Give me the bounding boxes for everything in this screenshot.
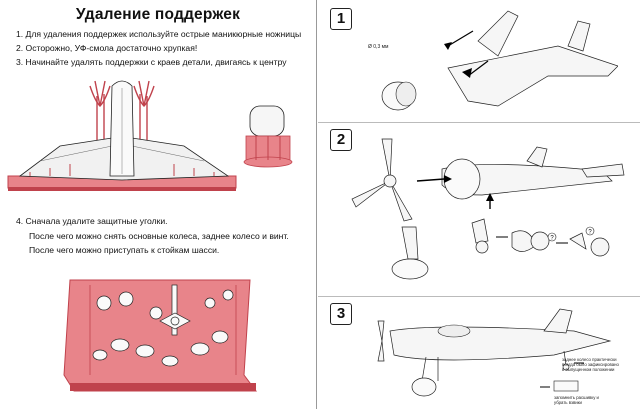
panel-3-aircraft	[377, 308, 612, 397]
question-mark-2: ?	[588, 230, 592, 236]
step-number-1: 1	[330, 8, 352, 30]
panel-1-aircraft	[381, 10, 618, 111]
steps-list: 1. Для удаления поддержек используйте ос…	[16, 27, 301, 69]
steps-list-2: 4. Сначала удалите защитные уголки. Посл…	[16, 214, 289, 258]
flap-note-line-1: запомнить расшивку и	[554, 395, 599, 400]
flap-note: запомнить расшивку и убрать взвики	[554, 395, 599, 405]
tail-wheel-note-line-3: в выпущенном положении	[562, 367, 615, 373]
parts-plate-illustration	[63, 279, 257, 392]
panel-2: 2	[318, 122, 640, 295]
panel-3: 3 заднее колесо практически всегда было …	[318, 296, 640, 410]
page-title: Удаление поддержек	[75, 6, 241, 23]
step-3: 3. Начинайте удалять поддержки с краев д…	[16, 57, 287, 67]
step-4-detail-2: После чего можно приступать к стойкам ша…	[29, 245, 220, 255]
step-4-detail-1: После чего можно снять основные колеса, …	[29, 230, 289, 241]
tail-wheel-note-line-2: всегда было зафиксировано	[562, 362, 619, 368]
panel-2-aircraft: ? ?	[351, 138, 625, 280]
step-2: 2. Осторожно, УФ-смола достаточно хрупка…	[16, 43, 198, 53]
step-number-2: 2	[330, 129, 352, 151]
question-mark-1: ?	[550, 236, 554, 242]
step-1: 1. Для удаления поддержек используйте ос…	[16, 29, 302, 39]
aircraft-supports-illustration	[7, 80, 293, 191]
panel-1: 1 Ø 0,3 мм	[318, 0, 640, 120]
divider	[316, 0, 317, 409]
instructions-panel: Удаление поддержек 1. Для удаления подде…	[0, 0, 316, 409]
flap-note-line-2: убрать взвики	[554, 400, 582, 406]
steps-diagrams: 1 Ø 0,3 мм 2	[318, 0, 640, 409]
tail-wheel-note: заднее колесо практически всегда было за…	[562, 357, 619, 373]
tail-wheel-note-line-1: заднее колесо практически	[562, 357, 617, 362]
drill-size-label: Ø 0,3 мм	[368, 44, 389, 50]
step-number-3: 3	[330, 303, 352, 325]
step-4: 4. Сначала удалите защитные уголки.	[16, 216, 168, 226]
